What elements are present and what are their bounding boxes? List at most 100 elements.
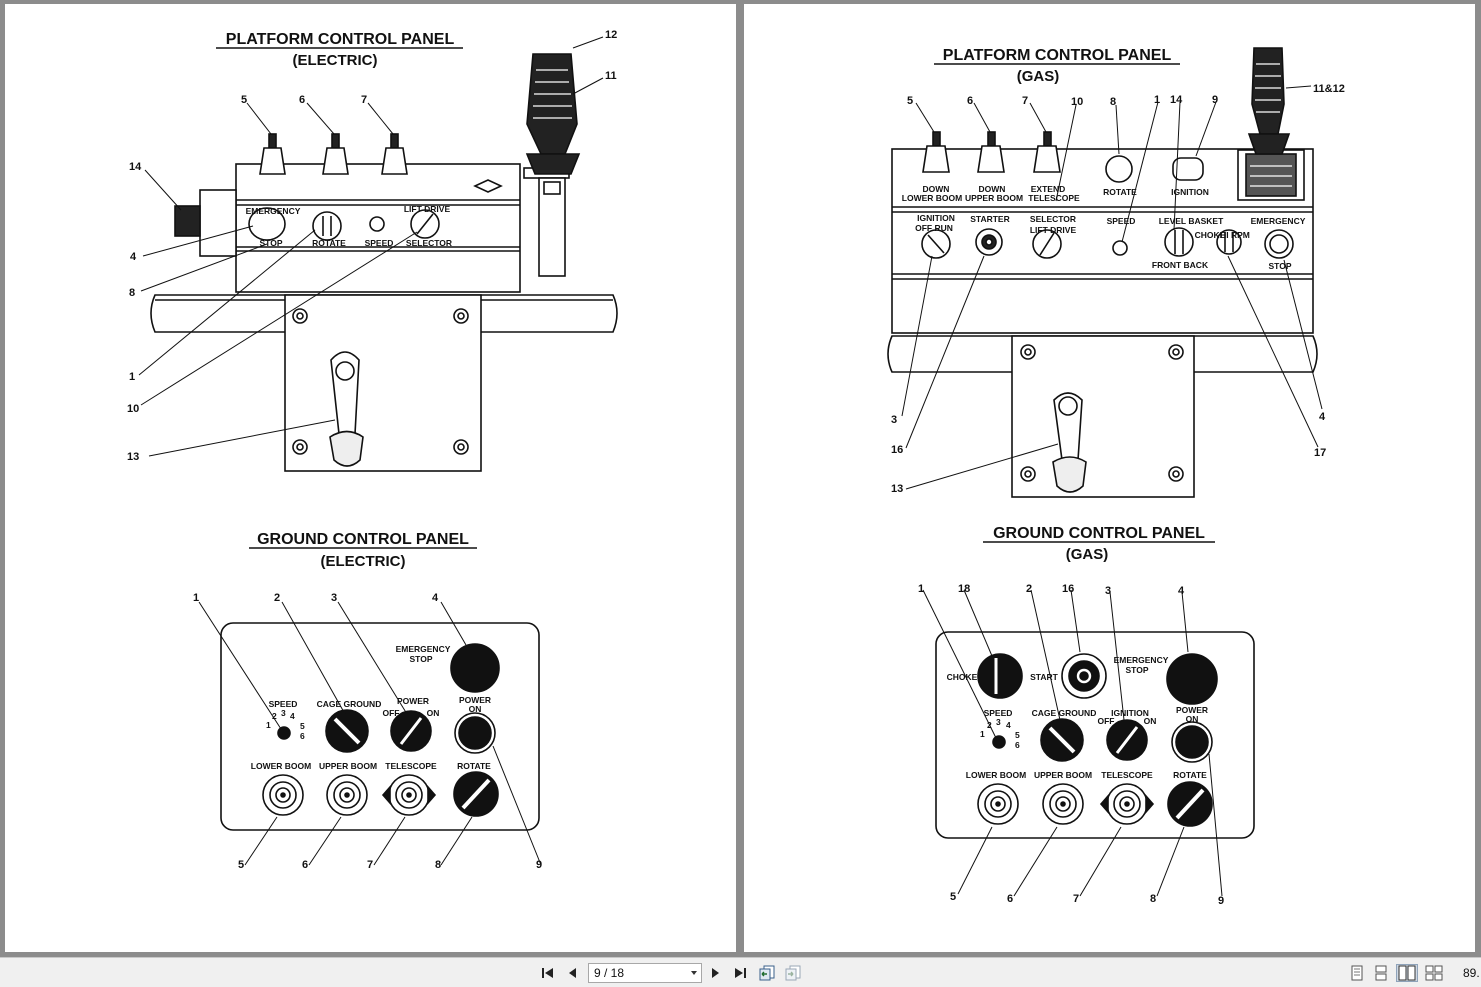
g-speed-label: SPEED [269, 699, 298, 709]
rg-speed-digit-4: 4 [1006, 720, 1011, 730]
r-callout-6: 6 [967, 95, 973, 107]
zoom-level[interactable]: 89. [1463, 966, 1480, 980]
speed-label: SPEED [365, 238, 394, 248]
go-back-view-icon[interactable] [757, 964, 777, 982]
front-back-label: FRONT BACK [1152, 260, 1209, 270]
rg-choke-label: CHOKE [947, 672, 978, 682]
platform-panel-subtitle: (ELECTRIC) [293, 52, 378, 69]
g-telescope-label: TELESCOPE [385, 761, 437, 771]
callout-10: 10 [127, 403, 139, 415]
right-page-drawing: PLATFORM CONTROL PANEL (GAS) [887, 47, 1345, 907]
ground-panel-subtitle: (ELECTRIC) [321, 553, 406, 570]
r-callout-3: 3 [891, 414, 897, 426]
callout-8: 8 [129, 287, 135, 299]
g-callout-5: 5 [238, 859, 244, 871]
hi-rpm-label: HI RPM [1220, 230, 1250, 240]
callout-13: 13 [127, 451, 139, 463]
page-indicator-text: 9 / 18 [594, 966, 625, 980]
callout-14: 14 [129, 161, 142, 173]
rg-callout-4: 4 [1178, 585, 1185, 597]
speed-label-gas: SPEED [1107, 216, 1136, 226]
g-power-on-label-2: ON [469, 704, 482, 714]
rg-power-on-label-2: ON [1186, 714, 1199, 724]
rg-lower-boom-label: LOWER BOOM [966, 770, 1026, 780]
page-number-select[interactable]: 9 / 18 [588, 963, 702, 983]
g-callout-4: 4 [432, 592, 439, 604]
emergency-label-gas: EMERGENCY [1251, 216, 1306, 226]
last-page-icon[interactable] [731, 964, 749, 982]
g-speed-digit-6: 6 [300, 731, 305, 741]
pdf-page-left: PLATFORM CONTROL PANEL (ELECTRIC) [5, 4, 736, 952]
g-callout-9: 9 [536, 859, 542, 871]
r-callout-5: 5 [907, 95, 913, 107]
ground-panel-illustration [220, 622, 540, 831]
rg-callout-7: 7 [1073, 893, 1079, 905]
starter-label: STARTER [970, 214, 1010, 224]
callout-7: 7 [361, 94, 367, 106]
two-page-view-icon[interactable] [1396, 964, 1418, 982]
previous-page-icon[interactable] [564, 964, 582, 982]
lower-boom-label: LOWER BOOM [902, 193, 962, 203]
document-viewport[interactable]: PLATFORM CONTROL PANEL (ELECTRIC) [0, 0, 1481, 957]
go-forward-view-icon[interactable] [783, 964, 803, 982]
rg-on-label: ON [1144, 716, 1157, 726]
continuous-view-icon[interactable] [1372, 964, 1390, 982]
next-page-icon[interactable] [706, 964, 724, 982]
rg-callout-3: 3 [1105, 585, 1111, 597]
rg-callout-9: 9 [1218, 895, 1224, 907]
first-page-icon[interactable] [539, 964, 557, 982]
r-callout-10: 10 [1071, 96, 1083, 108]
selector-label-gas: SELECTOR [1030, 214, 1076, 224]
rotate-label: ROTATE [312, 238, 346, 248]
rg-speed-digit-3: 3 [996, 717, 1001, 727]
rg-power-on-label-1: POWER [1176, 705, 1208, 715]
g-callout-3: 3 [331, 592, 337, 604]
callout-4: 4 [130, 251, 137, 263]
emergency-label: EMERGENCY [246, 206, 301, 216]
g-speed-digit-3: 3 [281, 708, 286, 718]
g-power-label: POWER [397, 696, 429, 706]
g-callout-6: 6 [302, 859, 308, 871]
rg-callout-5: 5 [950, 891, 956, 903]
rg-speed-label: SPEED [984, 708, 1013, 718]
ignition-label: IGNITION [1171, 187, 1209, 197]
rg-rotate-label: ROTATE [1173, 770, 1207, 780]
rg-callout-8: 8 [1150, 893, 1156, 905]
rg-callout-2: 2 [1026, 583, 1032, 595]
ground-panel-title-gas: GROUND CONTROL PANEL [993, 525, 1205, 542]
g-callout-7: 7 [367, 859, 373, 871]
two-page-continuous-view-icon[interactable] [1424, 964, 1444, 982]
g-speed-digit-1: 1 [266, 720, 271, 730]
g-upper-boom-label: UPPER BOOM [319, 761, 377, 771]
rg-ignition-label: IGNITION [1111, 708, 1149, 718]
g-speed-digit-2: 2 [272, 711, 277, 721]
rg-start-label: START [1030, 672, 1059, 682]
r-callout-1: 1 [1154, 94, 1160, 106]
callout-12: 12 [605, 29, 617, 41]
r-callout-9: 9 [1212, 94, 1218, 106]
rg-callout-18: 18 [958, 583, 970, 595]
g-callout-2: 2 [274, 592, 280, 604]
r-callout-7: 7 [1022, 95, 1028, 107]
stop-label-gas: STOP [1269, 261, 1292, 271]
rg-callout-6: 6 [1007, 893, 1013, 905]
platform-panel-illustration [150, 53, 618, 472]
platform-panel-title: PLATFORM CONTROL PANEL [226, 31, 455, 48]
rg-callout-1: 1 [918, 583, 924, 595]
g-lower-boom-label: LOWER BOOM [251, 761, 311, 771]
r-callout-8: 8 [1110, 96, 1116, 108]
ignition-top-label: IGNITION [917, 213, 955, 223]
callout-6: 6 [299, 94, 305, 106]
platform-panel-title-gas: PLATFORM CONTROL PANEL [943, 47, 1172, 64]
g-speed-digit-5: 5 [300, 721, 305, 731]
rotate-label-gas: ROTATE [1103, 187, 1137, 197]
rg-off-label: OFF [1098, 716, 1115, 726]
left-page-drawing: PLATFORM CONTROL PANEL (ELECTRIC) [127, 29, 618, 871]
lift-drive-label: LIFT DRIVE [404, 204, 451, 214]
callout-5: 5 [241, 94, 247, 106]
g-cage-ground-label: CAGE GROUND [317, 699, 382, 709]
single-page-view-icon[interactable] [1348, 964, 1366, 982]
ground-panel-gas-illustration [935, 631, 1255, 839]
level-basket-label: LEVEL BASKET [1159, 216, 1224, 226]
g-rotate-label: ROTATE [457, 761, 491, 771]
